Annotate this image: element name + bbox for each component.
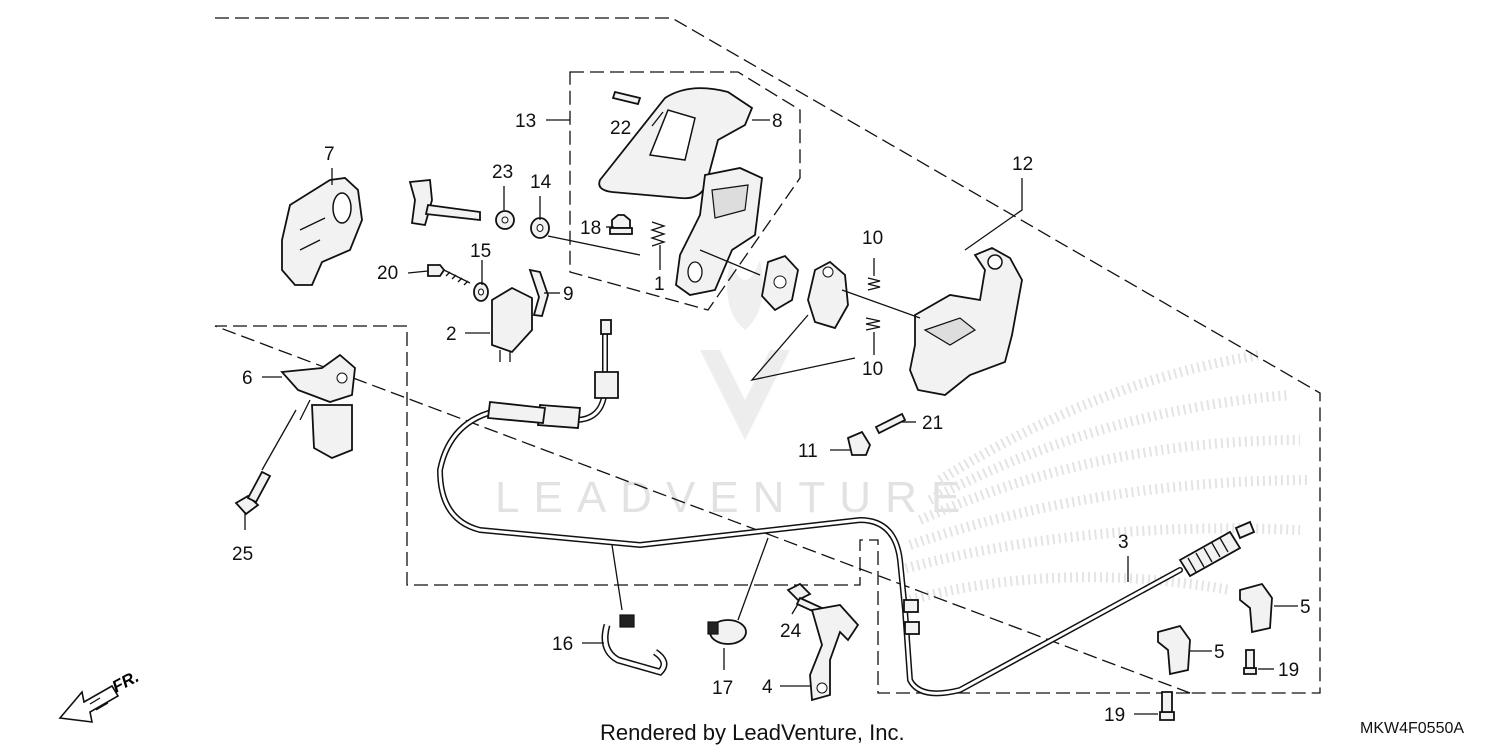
callout-24: 24 [780,621,802,642]
part-4-lever [809,604,860,702]
part-17-clamp [707,619,747,645]
callout-10-lower: 10 [862,359,883,380]
part-20-bolt [427,264,471,286]
callout-25: 25 [232,544,253,565]
callout-15: 15 [470,241,491,262]
assembly-boundary-13 [569,71,801,311]
part-gear-b [807,260,849,330]
part-6-bracket [280,353,356,459]
part-7-housing [281,177,363,286]
front-direction-arrow: FR. [58,667,142,723]
part-5-clip-upper [1239,582,1273,634]
part-21-pin [874,412,907,435]
callout-22: 22 [610,118,631,139]
assembly-boundary-12 [214,17,1321,694]
callout-4: 4 [762,677,773,698]
part-12-latch [909,247,1023,396]
part-14-washer [530,217,550,239]
callout-20: 20 [377,263,398,284]
callout-19-right: 19 [1278,660,1299,681]
part-10-springs [865,277,881,331]
part-19-screw-lower [1159,691,1175,721]
callout-1: 1 [654,274,665,295]
callout-6: 6 [242,368,253,389]
callouts: 13 8 22 12 7 23 14 18 10 15 20 1 9 2 10 … [232,111,1311,726]
callout-5-upper: 5 [1300,597,1311,618]
part-25-bolt [234,470,272,516]
watermark: LEADVENTURE [495,260,974,522]
callout-10-upper: 10 [862,228,883,249]
spring-part-1 [649,221,667,247]
callout-3: 3 [1118,532,1129,553]
part-15-washer [473,282,489,302]
part-3-cable-end [1178,520,1256,578]
part-18-nut [609,214,633,235]
credit-text: Rendered by LeadVenture, Inc. [600,720,905,745]
part-1-inner-lever [675,167,763,296]
key-lever [408,179,481,227]
callout-9: 9 [563,284,574,305]
callout-8: 8 [772,111,783,132]
callout-12: 12 [1012,154,1033,175]
part-5-clip-lower [1157,624,1191,676]
callout-13: 13 [515,111,536,132]
inner-cable [437,319,1183,697]
callout-11: 11 [798,441,818,462]
part-23-clip [495,210,515,230]
diagram-code: MKW4F0550A [1360,720,1464,737]
callout-19-lower: 19 [1104,705,1125,726]
callout-18: 18 [580,218,601,239]
callout-5-lower: 5 [1214,642,1225,663]
leader-lines [244,119,1298,715]
callout-14: 14 [530,172,552,193]
callout-21: 21 [922,413,943,434]
callout-17: 17 [712,678,733,699]
part-2-actuator [491,286,533,362]
part-11-clip [846,430,872,456]
watermark-text: LEADVENTURE [495,473,974,522]
callout-16: 16 [552,634,573,655]
part-22-pin [611,90,642,106]
part-19-screw-right [1243,649,1257,675]
wing-pattern [898,350,1311,605]
part-gear-a [761,254,799,312]
part-9-link [528,268,549,317]
callout-7: 7 [324,144,335,165]
part-16-strap [601,614,668,676]
callout-2: 2 [446,324,457,345]
part-8-handle-cover [598,87,754,200]
callout-23: 23 [492,162,513,183]
